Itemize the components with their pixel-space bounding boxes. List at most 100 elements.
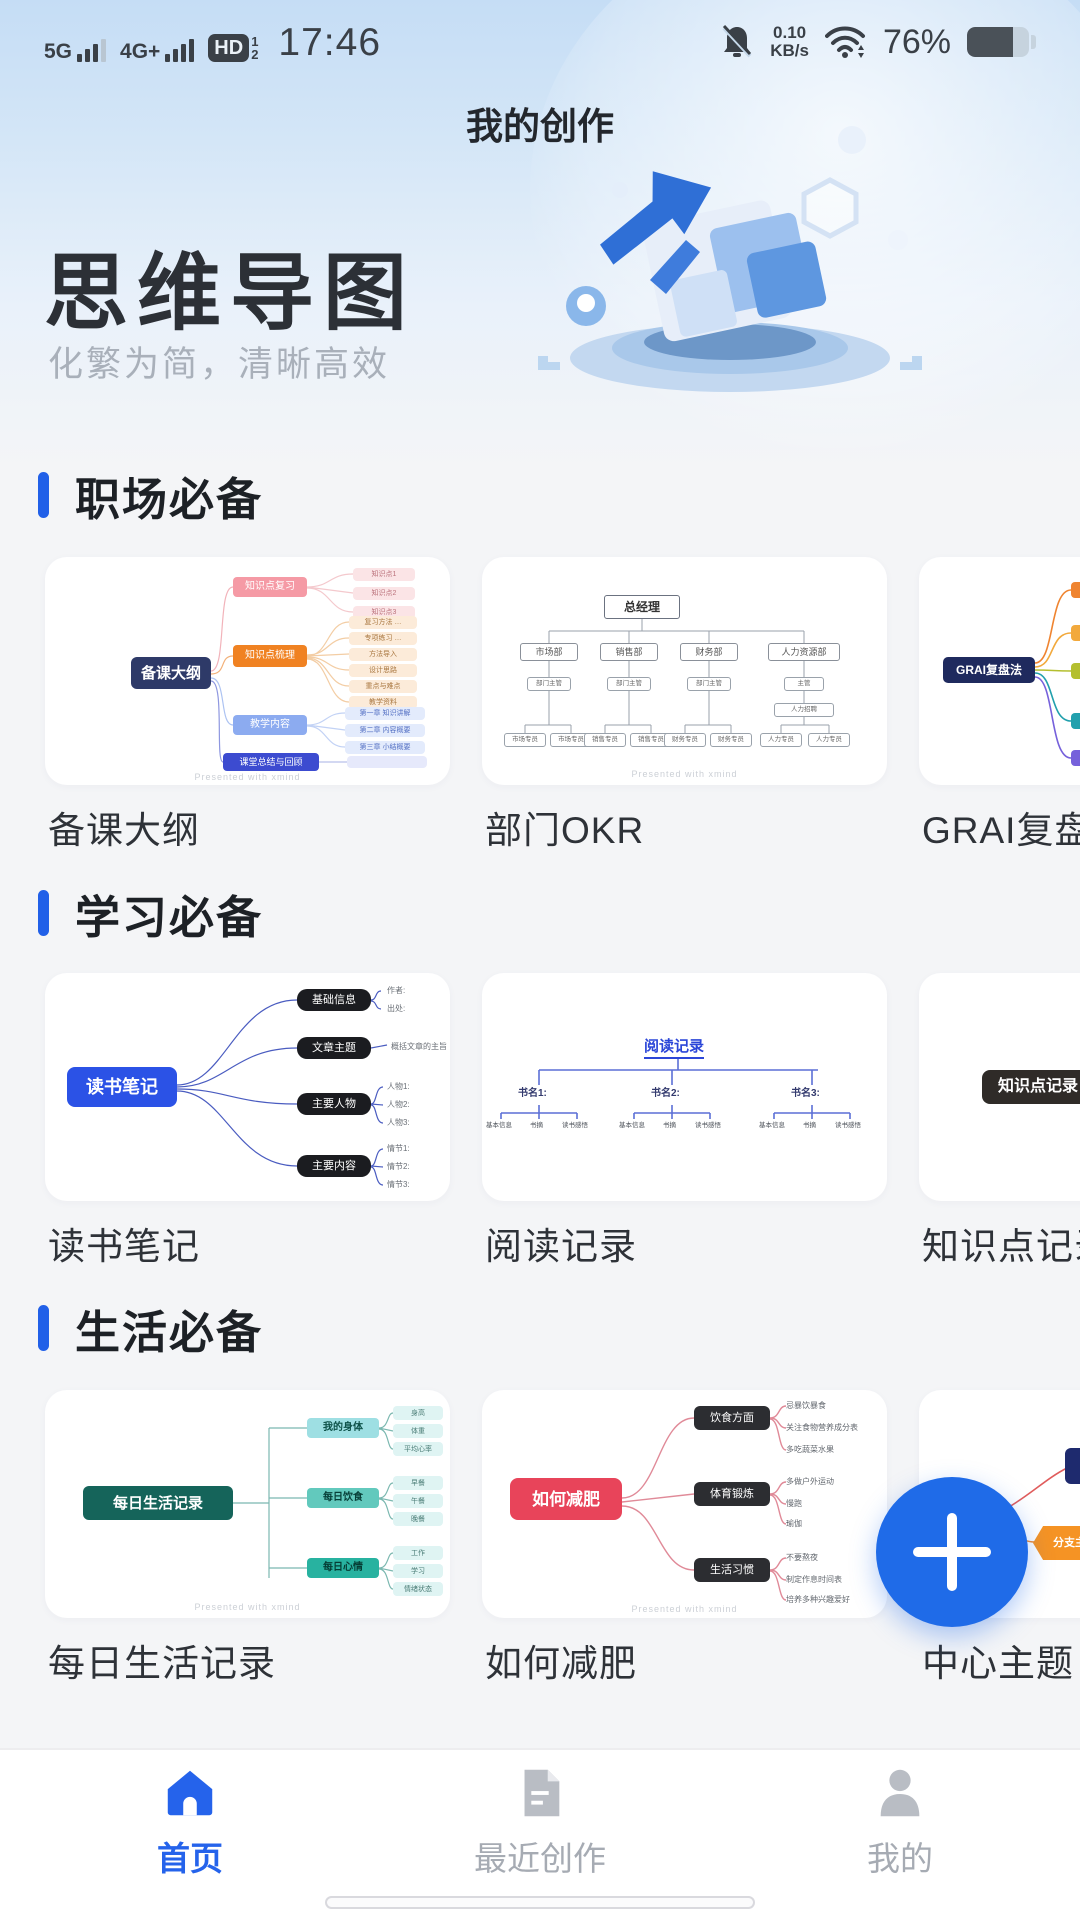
- mindmap-root-node: 备课大纲: [131, 657, 211, 689]
- template-card-lesson-outline[interactable]: 备课大纲 知识点复习 知识点1 知识点2 知识点3 知识点梳理 复习方法 … 专…: [45, 557, 450, 785]
- card-caption: 如何减肥: [485, 1643, 637, 1684]
- orgchart-sub: 主管: [784, 677, 824, 691]
- hero-subtitle: 化繁为简，清晰高效: [48, 345, 391, 384]
- template-card-okr[interactable]: 总经理 市场部 销售部 财务部 人力资源部 部门主管 部门主管 部门主管 主管 …: [482, 557, 887, 785]
- mindmap-leaf: 晚餐: [393, 1512, 443, 1526]
- orgchart-dept: 财务部: [680, 643, 738, 661]
- connector-lines: [233, 1412, 394, 1590]
- section-header-study: 学习必备: [38, 888, 263, 943]
- mindmap-leaf: 第三章 小结概要: [345, 741, 425, 754]
- mindmap-leaf: 培养多种兴趣爱好: [786, 1595, 850, 1604]
- connector-lines: [500, 1059, 851, 1119]
- template-card-daily-life[interactable]: 每日生活记录 我的身体 身高 体重 平均心率 每日饮食 早餐 午餐 晚餐 每日心…: [45, 1390, 450, 1618]
- mindmap-leaf: 慢跑: [786, 1499, 802, 1508]
- mindmap-leaf: 作者:: [387, 986, 406, 995]
- network-type-label: 5G: [44, 39, 73, 63]
- mindmap-leaf: 基本信息: [759, 1122, 785, 1129]
- plus-icon: [913, 1513, 991, 1591]
- card-caption: 每日生活记录: [48, 1643, 276, 1684]
- mindmap-leaf: 第一章 知识讲解: [345, 707, 425, 720]
- mindmap-leaf: 多吃蔬菜水果: [786, 1445, 834, 1454]
- mindmap-leaf: 读书感悟: [562, 1122, 588, 1129]
- mindmap-branch: 主要人物: [297, 1093, 371, 1115]
- mindmap-branch: 书名1:: [518, 1088, 547, 1099]
- mindmap-branch: 书名2:: [651, 1088, 680, 1099]
- mindmap-leaf: 工作: [393, 1546, 443, 1560]
- signal-4g: 4G+: [120, 38, 195, 62]
- mindmap-leaf: 出处:: [387, 1004, 406, 1013]
- mindmap-leaf: 瑜伽: [786, 1519, 802, 1528]
- mindmap-branch: 饮食方面: [694, 1406, 770, 1430]
- template-card-reading-notes[interactable]: 读书笔记 基础信息 作者: 出处: 文章主题 概括文章的主旨 主要人物 人物1:…: [45, 973, 450, 1201]
- mindmap-branch: 知识点梳理: [233, 645, 307, 667]
- nav-home[interactable]: 首页: [80, 1764, 300, 1880]
- connector-lines: [1034, 589, 1072, 759]
- orgchart-root-node: 总经理: [604, 595, 680, 619]
- mindmap-branch: 体育锻炼: [694, 1482, 770, 1506]
- orgchart-sub: 部门主管: [607, 677, 651, 691]
- nav-profile[interactable]: 我的: [790, 1764, 1010, 1880]
- card-caption: GRAI复盘法: [922, 810, 1080, 851]
- document-icon: [524, 1769, 560, 1817]
- mindmap-leaf: 多做户外运动: [786, 1477, 834, 1486]
- orgchart-leaf: 人力专员: [760, 733, 802, 747]
- signal-bars-icon: [165, 38, 195, 62]
- orgchart-mid: 人力招聘: [774, 703, 834, 717]
- mindmap-branch: 书名3:: [791, 1088, 820, 1099]
- card-caption: 读书笔记: [48, 1226, 200, 1267]
- mindmap-leaf: 人物1:: [387, 1082, 410, 1091]
- home-indicator[interactable]: [325, 1896, 755, 1909]
- mindmap-branch: 课堂总结与回顾: [223, 753, 319, 771]
- template-card-reading-log[interactable]: 阅读记录 书名1: 书名2: 书名3: 基本信息 书摘 读书感悟 基本信息 书摘…: [482, 973, 887, 1201]
- mindmap-leaf: 早餐: [393, 1476, 443, 1490]
- mindmap-leaf: 设计思路: [349, 664, 417, 677]
- mindmap-leaf: 知识点2: [353, 587, 415, 600]
- mindmap-branch: 我的身体: [307, 1418, 379, 1438]
- mindmap-leaf: 人物2:: [387, 1100, 410, 1109]
- signal-5g: 5G: [44, 38, 107, 63]
- template-card-knowledge-notes[interactable]: 知识点记录: [919, 973, 1080, 1201]
- mindmap-leaf: 基本信息: [619, 1122, 645, 1129]
- mindmap-branch: 每日饮食: [307, 1488, 379, 1508]
- mindmap-leaf: 体重: [393, 1424, 443, 1438]
- battery-icon: [967, 27, 1036, 57]
- section-accent-bar: [38, 1305, 49, 1351]
- hero-title: 思维导图: [44, 246, 417, 340]
- mindmap-leaf: 第二章 内容概要: [345, 724, 425, 737]
- mindmap-leaf: 知识点1: [353, 568, 415, 581]
- mindmap-leaf: [347, 756, 427, 768]
- network-speed: 0.10 KB/s: [770, 23, 809, 60]
- watermark: Presented with xmind: [194, 772, 301, 782]
- template-card-lose-weight[interactable]: 如何减肥 饮食方面 忌暴饮暴食 关注食物营养成分表 多吃蔬菜水果 体育锻炼 多做…: [482, 1390, 887, 1618]
- template-card-grai[interactable]: GRAI复盘法: [919, 557, 1080, 785]
- connector-lines: [176, 990, 388, 1186]
- create-mindmap-fab[interactable]: [876, 1477, 1028, 1627]
- page-title: 我的创作: [466, 106, 614, 147]
- mindmap-leaf: 情节1:: [387, 1144, 410, 1153]
- status-time: 17:46: [278, 20, 382, 64]
- home-icon: [167, 1770, 213, 1816]
- status-bar: 5G 4G+ HD 1 2 17:46: [0, 14, 1080, 70]
- person-icon: [880, 1769, 920, 1817]
- mindmap-branch: [1071, 663, 1080, 679]
- watermark: Presented with xmind: [194, 1602, 301, 1612]
- mindmap-leaf: 书摘: [663, 1122, 676, 1129]
- mindmap-branch: [1071, 625, 1080, 641]
- card-caption: 阅读记录: [485, 1226, 637, 1267]
- orgchart-dept: 人力资源部: [768, 643, 840, 661]
- battery-percent: 76%: [882, 22, 951, 61]
- orgchart-dept: 销售部: [600, 643, 658, 661]
- mindmap-leaf: 专项练习 …: [349, 632, 417, 645]
- mindmap-leaf: 读书感悟: [695, 1122, 721, 1129]
- mindmap-leaf: 概括文章的主旨: [391, 1042, 447, 1051]
- mindmap-leaf: 重点与难点: [349, 680, 417, 693]
- nav-recent-creations[interactable]: 最近创作: [430, 1764, 650, 1880]
- orgchart-leaf: 销售专员: [584, 733, 626, 747]
- mute-bell-icon: [722, 24, 752, 58]
- mindmap-root-node: GRAI复盘法: [943, 657, 1035, 683]
- watermark: Presented with xmind: [631, 1604, 738, 1614]
- mindmap-branch: 基础信息: [297, 989, 371, 1011]
- mindmap-branch-hexagon: 分支主题: [1033, 1526, 1080, 1560]
- mindmap-leaf: 知识点3: [353, 606, 415, 619]
